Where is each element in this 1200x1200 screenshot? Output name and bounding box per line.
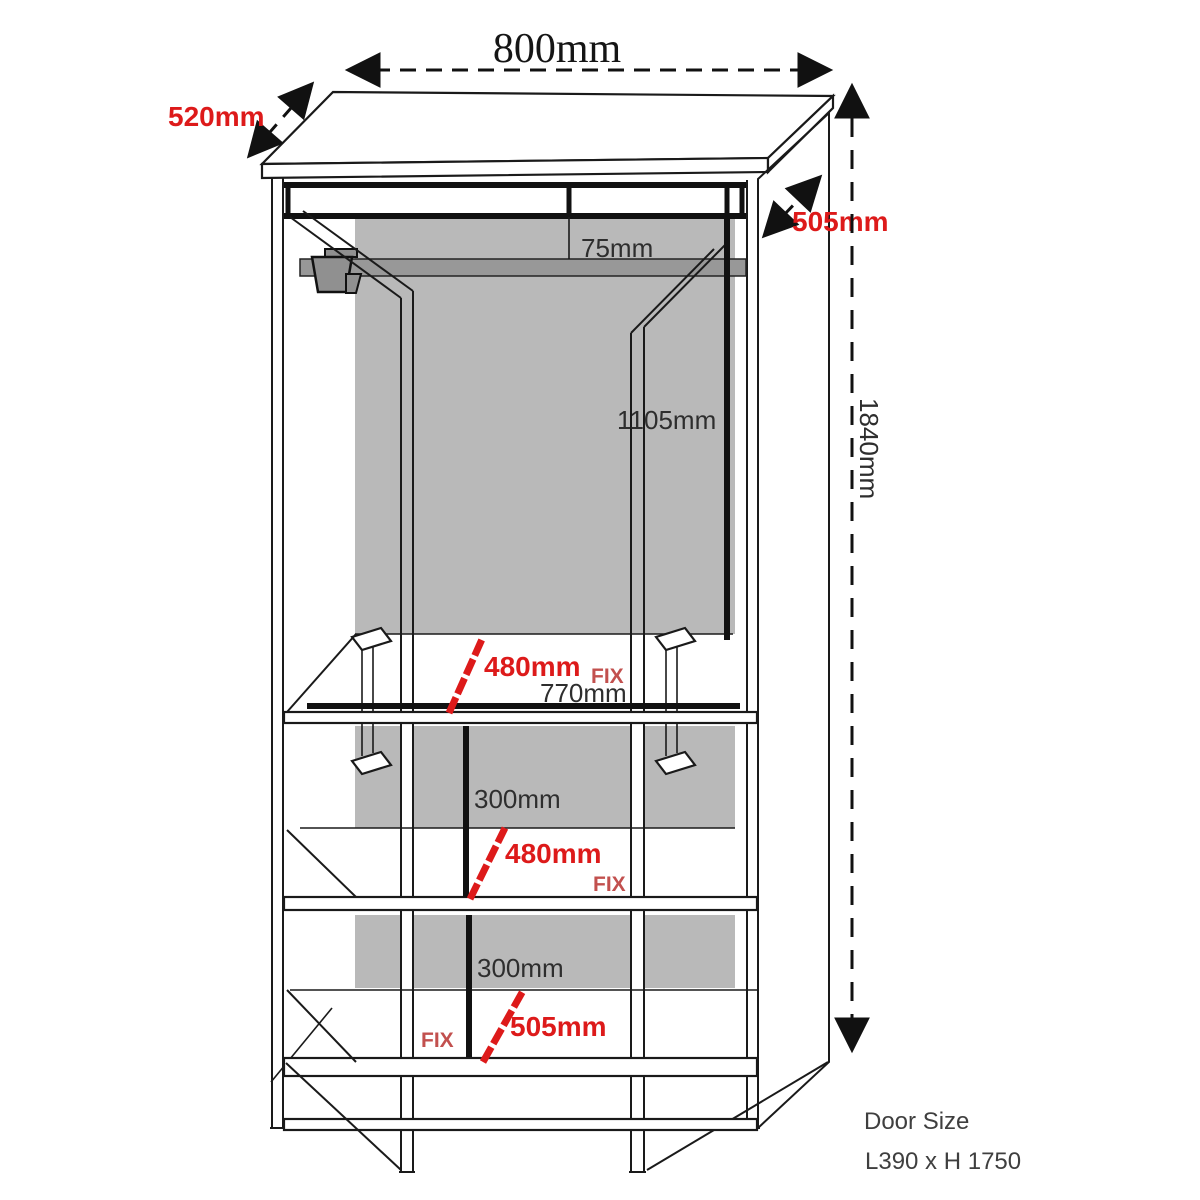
shelf-width-label: 770mm	[540, 678, 627, 708]
shelf-bracket-left	[350, 626, 393, 776]
base-depth-label: 505mm	[510, 1011, 607, 1042]
rail-bracket-icon	[310, 248, 363, 294]
door-size-note: Door Size L390 x H 1750	[864, 1108, 1021, 1175]
overall-width-label: 800mm	[493, 26, 622, 72]
shelf2-depth-label: 480mm	[505, 838, 602, 869]
shelves	[282, 633, 759, 1171]
top-panel	[259, 90, 836, 180]
dim-shelf-gap-2: 300mm	[466, 915, 564, 1057]
door-size-title: Door Size	[864, 1108, 969, 1135]
top-frame	[284, 182, 746, 219]
shelf1-depth-label: 480mm	[484, 651, 581, 682]
dim-shelf2-depth: 480mm FIX	[466, 826, 626, 901]
dim-hanging-height: 1105mm	[617, 219, 730, 640]
dim-top-rail-height: 75mm	[568, 217, 653, 263]
door-frame-right	[629, 242, 728, 1173]
overall-height-label: 1840mm	[854, 398, 884, 499]
side-panel-right	[646, 110, 830, 1171]
dim-shelf-gap-1: 300mm	[463, 726, 561, 897]
top-depth-label: 520mm	[168, 101, 265, 132]
dim-top-depth: 520mm	[168, 81, 315, 159]
back-panel	[290, 218, 757, 991]
door-frame-left	[289, 210, 415, 1173]
shelf1-fix-label: FIX	[591, 665, 624, 688]
bottom-rail	[282, 1117, 759, 1132]
dim-base-depth: FIX 505mm	[421, 987, 607, 1064]
top-rail-height-label: 75mm	[581, 233, 653, 263]
dim-shelf-width: 770mm	[307, 678, 740, 709]
dim-overall-width: 800mm	[344, 26, 834, 88]
hanging-height-label: 1105mm	[617, 405, 716, 435]
shelf-gap-2-label: 300mm	[477, 953, 564, 983]
shelf-1	[282, 710, 759, 725]
shelf2-fix-label: FIX	[593, 873, 626, 896]
hanging-rail	[299, 248, 747, 294]
base-fix-label: FIX	[421, 1029, 454, 1052]
bottom-shelf	[282, 1056, 759, 1078]
shelf-2	[282, 895, 759, 912]
door-size-value: L390 x H 1750	[865, 1148, 1021, 1175]
dim-shelf1-depth: 480mm FIX	[445, 635, 624, 715]
shelf-gap-1-label: 300mm	[474, 784, 561, 814]
dim-overall-height: 1840mm	[834, 82, 884, 1054]
side-depth-label: 505mm	[792, 206, 889, 237]
dim-side-depth: 505mm	[761, 174, 889, 239]
front-edge-left	[270, 178, 333, 1129]
